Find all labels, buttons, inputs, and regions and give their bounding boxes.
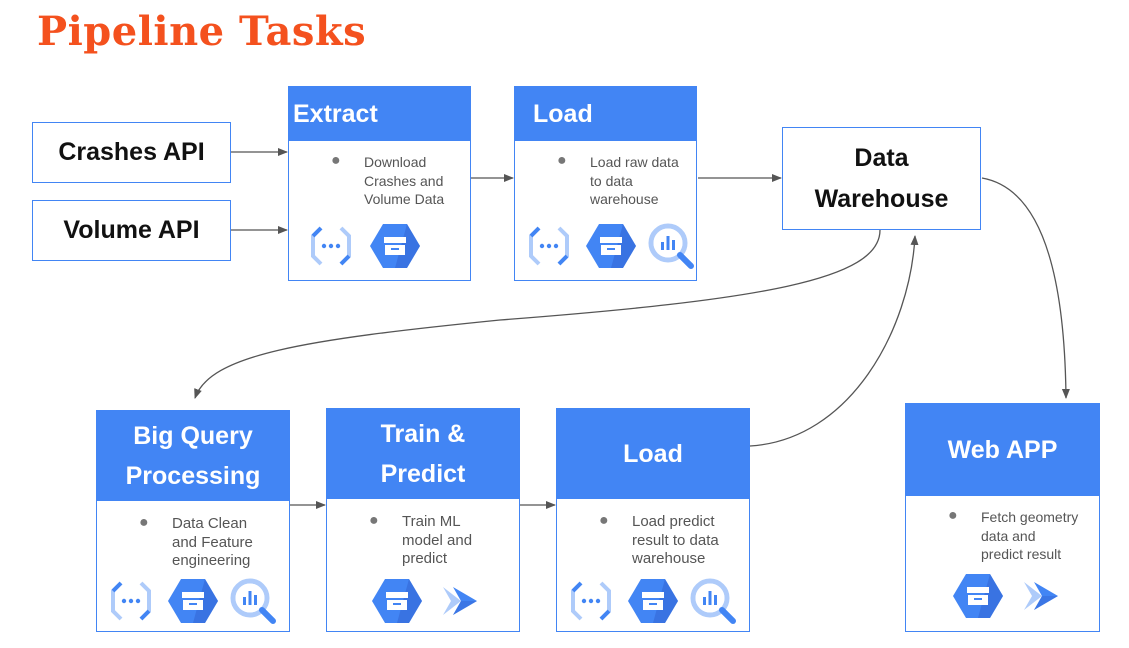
bullet-line: result to data <box>632 531 719 549</box>
bullet-line: Download <box>364 154 427 170</box>
bullet-line: Load raw data <box>590 154 679 170</box>
bullet-line: Train ML <box>402 513 461 530</box>
load-card-1-header: Load <box>515 87 696 141</box>
cloud-storage-icon <box>952 572 1004 620</box>
bullet-line: Load predict <box>632 513 715 530</box>
extract-card-title: Extract <box>293 99 378 128</box>
bullet-dot: ● <box>331 152 341 169</box>
arrow-warehouse-to-webapp <box>981 177 1070 399</box>
load-card-1-title: Load <box>533 99 593 128</box>
bullet-line: predict <box>402 550 448 567</box>
arrow-load-to-warehouse-2 <box>749 235 919 447</box>
bullet-line: Fetch geometry <box>981 509 1079 525</box>
crashes-api-box: Crashes API <box>32 122 231 183</box>
bullet-line: model and <box>402 531 473 549</box>
bullet-line: to data <box>590 172 633 189</box>
load-card-2-header: Load <box>557 409 749 499</box>
load-card-2: Load ● Load predict result to data wareh… <box>556 408 750 632</box>
warehouse-line: Warehouse <box>814 184 949 213</box>
ai-platform-icon <box>1020 576 1060 616</box>
load-card-2-icons <box>567 577 737 625</box>
bullet-line: and Feature <box>172 533 253 551</box>
cloud-storage-icon <box>369 222 421 270</box>
cloud-storage-icon <box>167 577 219 625</box>
cloud-functions-icon <box>567 577 615 625</box>
card-title-line: Predict <box>380 460 466 488</box>
cloud-functions-icon <box>107 577 155 625</box>
bullet-line: warehouse <box>632 550 706 567</box>
bullet-dot: ● <box>599 512 609 529</box>
load-card-2-bullet: ● Load predict result to data warehouse <box>599 512 719 569</box>
web-app-card-title: Web APP <box>947 436 1058 464</box>
volume-api-label: Volume API <box>63 216 200 244</box>
train-predict-card-icons <box>371 577 479 625</box>
cloud-storage-icon <box>627 577 679 625</box>
extract-card-icons <box>307 222 421 270</box>
bullet-line: Crashes and <box>364 172 444 189</box>
extract-card: Extract ● Download Crashes and Volume Da… <box>288 86 471 281</box>
page-title: Pipeline Tasks <box>37 8 367 55</box>
data-warehouse-box: Data Warehouse <box>782 127 981 230</box>
bigquery-processing-card-header: Big Query Processing <box>97 411 289 501</box>
bullet-dot: ● <box>139 514 149 531</box>
train-predict-card: Train & Predict ● Train ML model and pre… <box>326 408 520 632</box>
bigquery-icon <box>229 577 277 625</box>
bullet-line: Volume Data <box>364 191 445 207</box>
bigquery-icon <box>689 577 737 625</box>
ai-platform-icon <box>439 581 479 621</box>
warehouse-line: Data <box>854 143 909 172</box>
bullet-dot: ● <box>557 152 567 169</box>
bigquery-processing-card: Big Query Processing ● Data Clean and Fe… <box>96 410 290 632</box>
bullet-dot: ● <box>369 512 379 529</box>
web-app-card-icons <box>952 572 1060 620</box>
card-title-line: Processing <box>125 462 261 490</box>
bullet-line: predict result <box>981 546 1062 562</box>
web-app-card-bullet: ● Fetch geometry data and predict result <box>948 507 1079 564</box>
bullet-line: engineering <box>172 552 251 569</box>
bigquery-processing-card-bullet: ● Data Clean and Feature engineering <box>139 514 253 571</box>
cloud-storage-icon <box>371 577 423 625</box>
volume-api-box: Volume API <box>32 200 231 261</box>
train-predict-card-header: Train & Predict <box>327 409 519 499</box>
load-card-1-bullet: ● Load raw data to data warehouse <box>557 152 679 209</box>
bigquery-processing-card-icons <box>107 577 277 625</box>
cloud-functions-icon <box>307 222 355 270</box>
bullet-dot: ● <box>948 507 958 524</box>
web-app-card: Web APP ● Fetch geometry data and predic… <box>905 403 1100 632</box>
card-title-line: Train & <box>380 420 466 448</box>
load-card-2-title: Load <box>623 440 683 468</box>
bigquery-icon <box>647 222 695 270</box>
cloud-storage-icon <box>585 222 637 270</box>
extract-card-bullet: ● Download Crashes and Volume Data <box>331 152 445 209</box>
load-card-1: Load ● Load raw data to data warehouse <box>514 86 697 281</box>
arrow-warehouse-to-bigquery <box>194 229 881 399</box>
crashes-api-label: Crashes API <box>58 138 205 166</box>
cloud-functions-icon <box>525 222 573 270</box>
web-app-card-header: Web APP <box>906 404 1099 496</box>
bullet-line: warehouse <box>590 191 659 207</box>
extract-card-header: Extract <box>289 87 470 141</box>
card-title-line: Big Query <box>133 422 253 450</box>
bullet-line: data and <box>981 527 1036 544</box>
load-card-1-icons <box>525 222 695 270</box>
bullet-line: Data Clean <box>172 515 248 532</box>
train-predict-card-bullet: ● Train ML model and predict <box>369 512 473 569</box>
